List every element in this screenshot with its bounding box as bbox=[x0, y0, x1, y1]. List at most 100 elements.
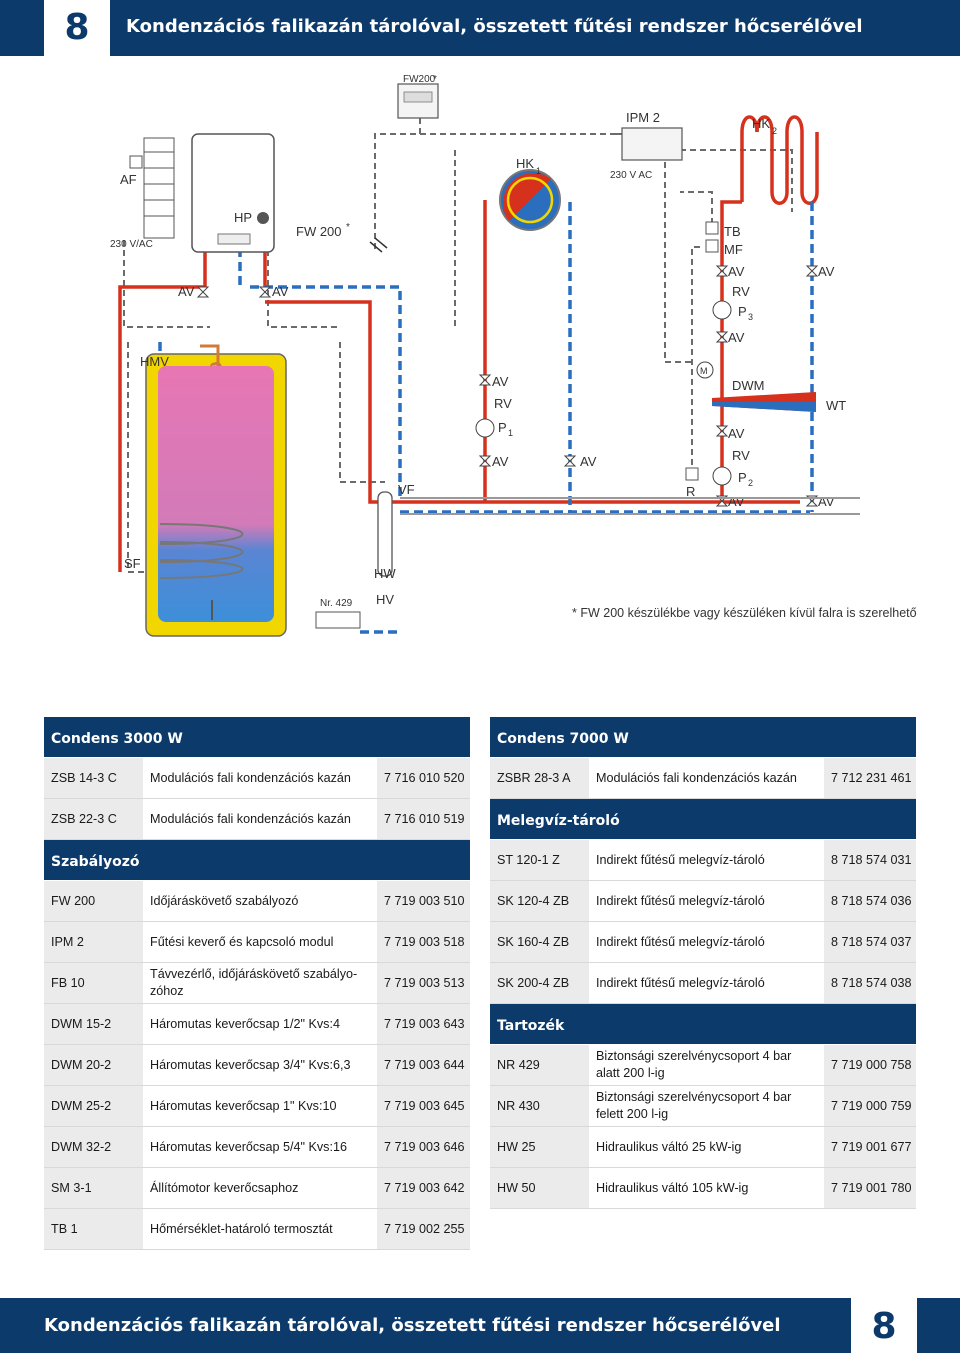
product-description: Háromutas keverőcsap 5/4" Kvs:16 bbox=[143, 1127, 377, 1167]
bottom-footer: Kondenzációs falikazán tárolóval, összet… bbox=[0, 1298, 960, 1353]
order-number: 7 712 231 461 bbox=[824, 758, 916, 798]
table-row: DWM 25-2 Háromutas keverőcsap 1" Kvs:10 … bbox=[44, 1086, 470, 1127]
svg-text:HW: HW bbox=[374, 566, 396, 581]
product-code: DWM 25-2 bbox=[44, 1086, 143, 1126]
product-code: SK 160-4 ZB bbox=[490, 922, 589, 962]
footer-page-number: 8 bbox=[851, 1298, 917, 1353]
hk2-pump-group: TB MF AV RV P 3 AV AV M DWM WT AV RV P 2… bbox=[685, 221, 846, 509]
product-code: ZSB 22-3 C bbox=[44, 799, 143, 839]
boiler: HP FW 200 * 230 V/AC AV AV bbox=[110, 133, 388, 299]
product-description: Háromutas keverőcsap 3/4" Kvs:6,3 bbox=[143, 1045, 377, 1085]
page-title: Kondenzációs falikazán tárolóval, összet… bbox=[126, 16, 863, 37]
svg-text:FW 200: FW 200 bbox=[296, 224, 342, 239]
section-header: Melegvíz-tároló bbox=[490, 799, 916, 840]
order-number: 7 719 000 759 bbox=[824, 1086, 916, 1126]
order-number: 7 719 003 645 bbox=[377, 1086, 470, 1126]
order-number: 7 719 003 643 bbox=[377, 1004, 470, 1044]
order-number: 7 719 003 518 bbox=[377, 922, 470, 962]
product-code: SK 120-4 ZB bbox=[490, 881, 589, 921]
svg-text:RV: RV bbox=[732, 448, 750, 463]
hk1-pump-group: AV RV P 1 AV AV bbox=[475, 374, 597, 469]
table-row: NR 430 Biztonsági szerelvénycsoport 4 ba… bbox=[490, 1086, 916, 1127]
order-number: 8 718 574 037 bbox=[824, 922, 916, 962]
table-row: NR 429 Biztonsági szerelvénycsoport 4 ba… bbox=[490, 1045, 916, 1086]
svg-text:HP: HP bbox=[234, 210, 252, 225]
table-row: IPM 2 Fűtési keverő és kapcsoló modul 7 … bbox=[44, 922, 470, 963]
order-number: 7 719 003 510 bbox=[377, 881, 470, 921]
wall-af-sensor: AF bbox=[120, 137, 175, 239]
svg-text:P: P bbox=[738, 470, 747, 485]
product-description: Indirekt fűtésű melegvíz-tároló bbox=[589, 840, 824, 880]
manifold bbox=[400, 497, 860, 515]
product-description: Modulációs fali kondenzációs kazán bbox=[143, 799, 377, 839]
hydraulic-diagram: FW200 * IPM 2 230 V AC HK 2 HK 1 AF HP F… bbox=[110, 74, 860, 637]
table-row: DWM 15-2 Háromutas keverőcsap 1/2" Kvs:4… bbox=[44, 1004, 470, 1045]
svg-text:AV: AV bbox=[818, 264, 835, 279]
section-header: Tartozék bbox=[490, 1004, 916, 1045]
product-description: Fűtési keverő és kapcsoló modul bbox=[143, 922, 377, 962]
product-code: FW 200 bbox=[44, 881, 143, 921]
supply-pipes bbox=[118, 115, 819, 572]
product-code: HW 25 bbox=[490, 1127, 589, 1167]
svg-text:P: P bbox=[738, 304, 747, 319]
svg-text:AV: AV bbox=[272, 284, 289, 299]
section-header: Condens 3000 W bbox=[44, 717, 470, 758]
svg-text:2: 2 bbox=[748, 478, 753, 488]
svg-text:AV: AV bbox=[728, 494, 745, 509]
order-number: 8 718 574 031 bbox=[824, 840, 916, 880]
svg-text:WT: WT bbox=[826, 398, 846, 413]
svg-text:AV: AV bbox=[492, 454, 509, 469]
product-code: DWM 20-2 bbox=[44, 1045, 143, 1085]
product-code: IPM 2 bbox=[44, 922, 143, 962]
svg-text:AV: AV bbox=[580, 454, 597, 469]
product-description: Háromutas keverőcsap 1/2" Kvs:4 bbox=[143, 1004, 377, 1044]
svg-text:AF: AF bbox=[120, 172, 137, 187]
order-number: 7 719 003 646 bbox=[377, 1127, 470, 1167]
svg-text:AV: AV bbox=[178, 284, 195, 299]
product-description: Háromutas keverőcsap 1" Kvs:10 bbox=[143, 1086, 377, 1126]
fw200-controller: FW200 * bbox=[397, 74, 439, 119]
svg-text:AV: AV bbox=[818, 494, 835, 509]
svg-text:IPM 2: IPM 2 bbox=[626, 110, 660, 125]
svg-text:DWM: DWM bbox=[732, 378, 765, 393]
svg-text:MF: MF bbox=[724, 242, 743, 257]
svg-text:1: 1 bbox=[536, 166, 541, 176]
order-number: 7 716 010 519 bbox=[377, 799, 470, 839]
product-description: Biztonsági szerelvénycsoport 4 bar alatt… bbox=[589, 1045, 824, 1085]
svg-text:HV: HV bbox=[376, 592, 394, 607]
svg-text:1: 1 bbox=[508, 428, 513, 438]
product-description: Hidraulikus váltó 25 kW-ig bbox=[589, 1127, 824, 1167]
product-code: NR 429 bbox=[490, 1045, 589, 1085]
svg-text:2: 2 bbox=[772, 126, 777, 136]
order-number: 7 719 003 644 bbox=[377, 1045, 470, 1085]
table-row: SK 120-4 ZB Indirekt fűtésű melegvíz-tár… bbox=[490, 881, 916, 922]
product-code: ZSBR 28-3 A bbox=[490, 758, 589, 798]
product-description: Indirekt fűtésű melegvíz-tároló bbox=[589, 963, 824, 1003]
product-code: DWM 15-2 bbox=[44, 1004, 143, 1044]
svg-text:P: P bbox=[498, 420, 507, 435]
order-number: 7 716 010 520 bbox=[377, 758, 470, 798]
product-code: SM 3-1 bbox=[44, 1168, 143, 1208]
table-row: SK 200-4 ZB Indirekt fűtésű melegvíz-tár… bbox=[490, 963, 916, 1004]
section-header: Szabályozó bbox=[44, 840, 470, 881]
svg-text:Nr. 429: Nr. 429 bbox=[320, 598, 353, 609]
footer-title: Kondenzációs falikazán tárolóval, összet… bbox=[44, 1315, 781, 1336]
product-code: ST 120-1 Z bbox=[490, 840, 589, 880]
table-row: ZSB 22-3 C Modulációs fali kondenzációs … bbox=[44, 799, 470, 840]
order-number: 7 719 001 677 bbox=[824, 1127, 916, 1167]
svg-text:FW200: FW200 bbox=[403, 74, 436, 85]
product-description: Modulációs fali kondenzációs kazán bbox=[143, 758, 377, 798]
svg-text:HMV: HMV bbox=[140, 354, 169, 369]
table-row: ZSB 14-3 C Modulációs fali kondenzációs … bbox=[44, 758, 470, 799]
product-code: SK 200-4 ZB bbox=[490, 963, 589, 1003]
svg-text:R: R bbox=[686, 484, 695, 499]
right-product-table: Condens 7000 W ZSBR 28-3 A Modulációs fa… bbox=[490, 717, 916, 1209]
hot-water-tank: HMV SF bbox=[124, 344, 287, 637]
svg-text:AV: AV bbox=[492, 374, 509, 389]
order-number: 7 719 001 780 bbox=[824, 1168, 916, 1208]
product-code: FB 10 bbox=[44, 963, 143, 1003]
product-description: Indirekt fűtésű melegvíz-tároló bbox=[589, 922, 824, 962]
table-row: ZSBR 28-3 A Modulációs fali kondenzációs… bbox=[490, 758, 916, 799]
product-code: ZSB 14-3 C bbox=[44, 758, 143, 798]
svg-text:AV: AV bbox=[728, 426, 745, 441]
